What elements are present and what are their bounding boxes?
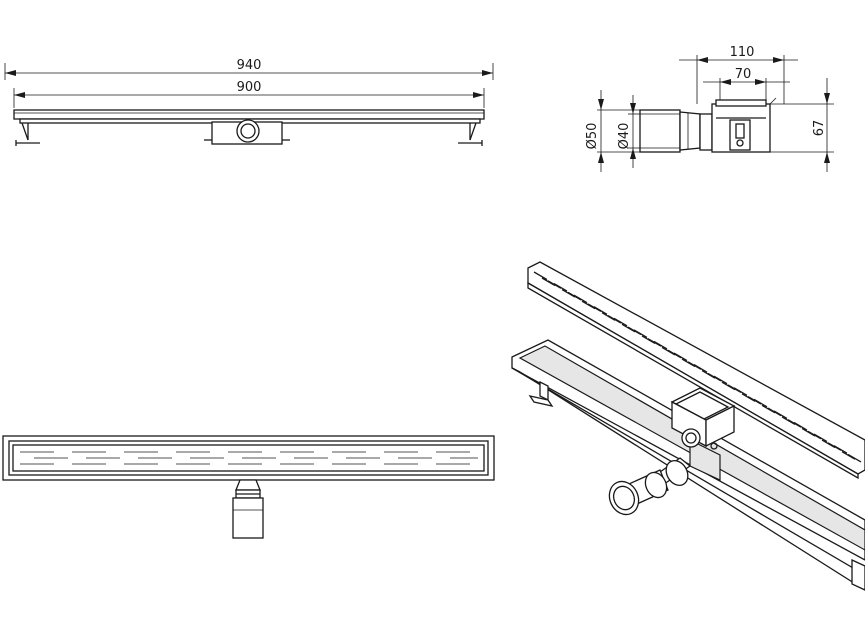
right-foot-icon [458, 122, 483, 146]
iso-outlet-box-icon [670, 387, 736, 481]
iso-grate-slot [841, 451, 856, 460]
dimension-70: 70 [703, 67, 790, 100]
grate-length-label: 900 [237, 80, 262, 95]
isometric-view [511, 261, 865, 591]
iso-grate-slots [533, 271, 862, 463]
dimension-67: 67 [770, 78, 834, 172]
iso-outlet-pipe-icon [608, 457, 692, 516]
dimension-dia40: Ø40 [617, 95, 640, 168]
side-section-icon [639, 97, 777, 153]
iso-grate-slot [701, 370, 716, 379]
iso-grate-slot [741, 393, 756, 402]
iso-grate-slot [561, 289, 576, 298]
iso-grate-slot [661, 346, 676, 356]
top-outlet-icon [232, 479, 264, 539]
side-view: 110 70 67 Ø50 [585, 45, 834, 172]
inner-width-label: 70 [735, 67, 752, 82]
iso-grate-slot [601, 312, 616, 321]
iso-grate-slot [821, 439, 836, 449]
iso-grate-slot [541, 277, 556, 287]
outlet-icon [204, 119, 290, 145]
overall-length-label: 940 [237, 58, 262, 73]
iso-grate-icon [527, 261, 865, 480]
grate-slots [20, 451, 478, 465]
front-view: 940 900 [4, 58, 494, 146]
iso-grate-slot [581, 300, 596, 310]
outlet-inner-dia-label: Ø40 [617, 123, 632, 150]
top-view [2, 435, 495, 539]
iso-grate-slot [781, 416, 796, 425]
iso-grate-slot [621, 323, 636, 333]
dimension-900: 900 [13, 80, 485, 108]
iso-grate-slot [533, 271, 548, 281]
left-foot-icon [15, 122, 40, 146]
dimension-110: 110 [679, 45, 798, 104]
outlet-outer-dia-label: Ø50 [585, 123, 600, 150]
iso-grate-slot [761, 404, 776, 414]
dimension-940: 940 [4, 58, 494, 80]
iso-grate-slot [681, 358, 696, 368]
iso-grate-slot [801, 427, 816, 437]
height-label: 67 [812, 120, 827, 137]
iso-grate-slot [721, 381, 736, 391]
outer-width-label: 110 [730, 45, 755, 60]
iso-grate-slot [641, 335, 656, 344]
